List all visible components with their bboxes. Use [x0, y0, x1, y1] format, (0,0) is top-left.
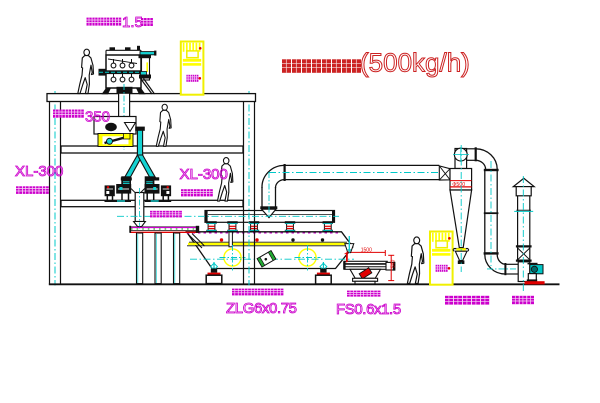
svg-text:(500kg/h): (500kg/h): [360, 48, 470, 78]
svg-text:XL-300: XL-300: [180, 166, 228, 183]
svg-text:1.5: 1.5: [122, 14, 143, 31]
svg-text:540: 540: [391, 259, 397, 268]
svg-text:ZLG6x0.75: ZLG6x0.75: [226, 300, 297, 317]
svg-text:XL-300: XL-300: [15, 163, 63, 180]
svg-text:FS0.6x1.5: FS0.6x1.5: [336, 301, 401, 318]
svg-text:Φ500: Φ500: [452, 182, 465, 188]
svg-text:1500: 1500: [361, 248, 372, 254]
svg-text:350: 350: [85, 109, 110, 126]
